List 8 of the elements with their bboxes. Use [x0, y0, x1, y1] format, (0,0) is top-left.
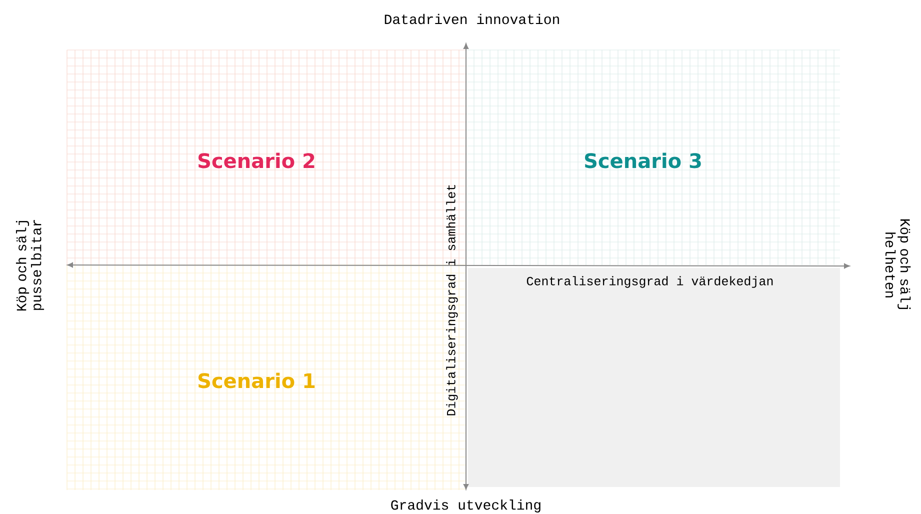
axis-label: Digitaliseringsgrad i samhället — [446, 185, 458, 416]
axis-label: Köp och sälj pusselbitar — [16, 220, 44, 311]
axis-label: Datadriven innovation — [384, 14, 559, 24]
shaded-box — [468, 268, 840, 487]
axis-label: Köp och sälj helheten — [885, 219, 911, 309]
axis-label: Gradvis utveckling — [391, 499, 540, 513]
quadrant-panel: Scenario 3 — [466, 50, 840, 266]
axis-label: Centraliseringsgrad i värdekedjan — [526, 276, 773, 288]
